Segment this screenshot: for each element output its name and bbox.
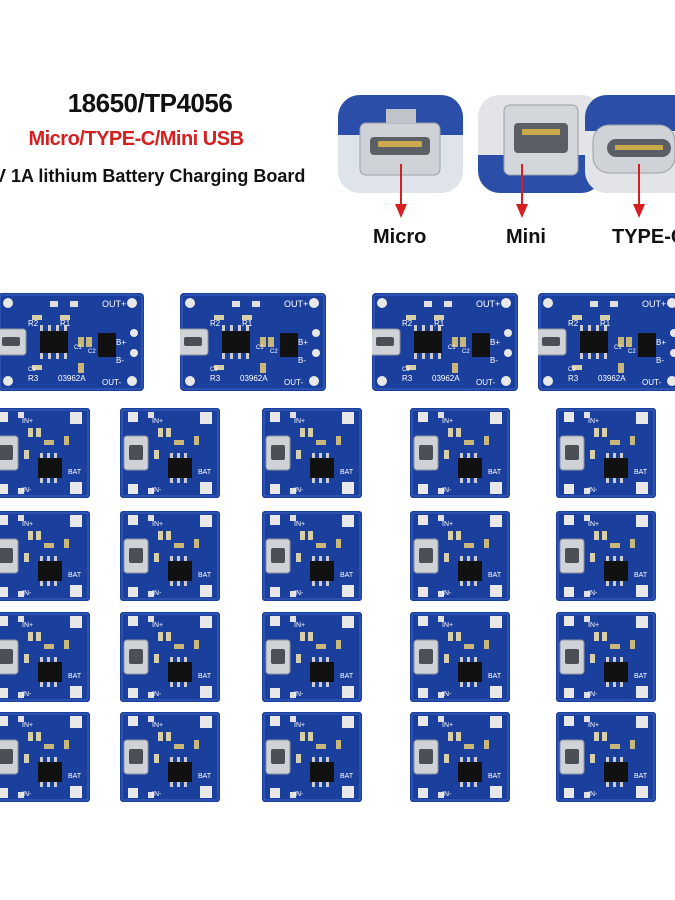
- charging-board-square-15: [556, 612, 656, 703]
- charging-board-square-6: [0, 511, 90, 602]
- charging-board-square-4: [410, 408, 510, 499]
- charging-board-square-3: [262, 408, 362, 499]
- charging-board-square-11: [0, 612, 90, 703]
- charging-board-square-13: [262, 612, 362, 703]
- type-c-photo: [585, 95, 675, 193]
- charging-board-square-7: [120, 511, 220, 602]
- charging-board-square-10: [556, 511, 656, 602]
- mini-usb-photo: [478, 95, 603, 193]
- mini-arrow-icon: [516, 164, 528, 218]
- connector-label-mini: Mini: [506, 226, 546, 248]
- charging-board-square-20: [556, 712, 656, 803]
- charging-board-square-14: [410, 612, 510, 703]
- charging-board-square-5: [556, 408, 656, 499]
- charging-board-square-16: [0, 712, 90, 803]
- product-title: 18650/TP4056: [67, 88, 233, 118]
- connector-label-micro: Micro: [373, 226, 427, 248]
- charging-board-square-2: [120, 408, 220, 499]
- charging-board-square-9: [410, 511, 510, 602]
- product-description: V 1A lithium Battery Charging Board: [0, 166, 306, 186]
- connector-types: Micro/TYPE-C/Mini USB: [28, 128, 244, 150]
- connector-label-typec: TYPE-C: [612, 226, 675, 248]
- charging-board-wide-1: [0, 293, 145, 391]
- micro-arrow-icon: [395, 164, 407, 218]
- charging-board-square-8: [262, 511, 362, 602]
- charging-board-square-12: [120, 612, 220, 703]
- charging-board-square-19: [410, 712, 510, 803]
- charging-board-wide-2: [180, 293, 327, 391]
- typec-arrow-icon: [633, 164, 645, 218]
- charging-board-square-1: [0, 408, 90, 499]
- charging-board-square-18: [262, 712, 362, 803]
- charging-board-wide-4: [538, 293, 675, 391]
- charging-board-square-17: [120, 712, 220, 803]
- charging-board-wide-3: [372, 293, 519, 391]
